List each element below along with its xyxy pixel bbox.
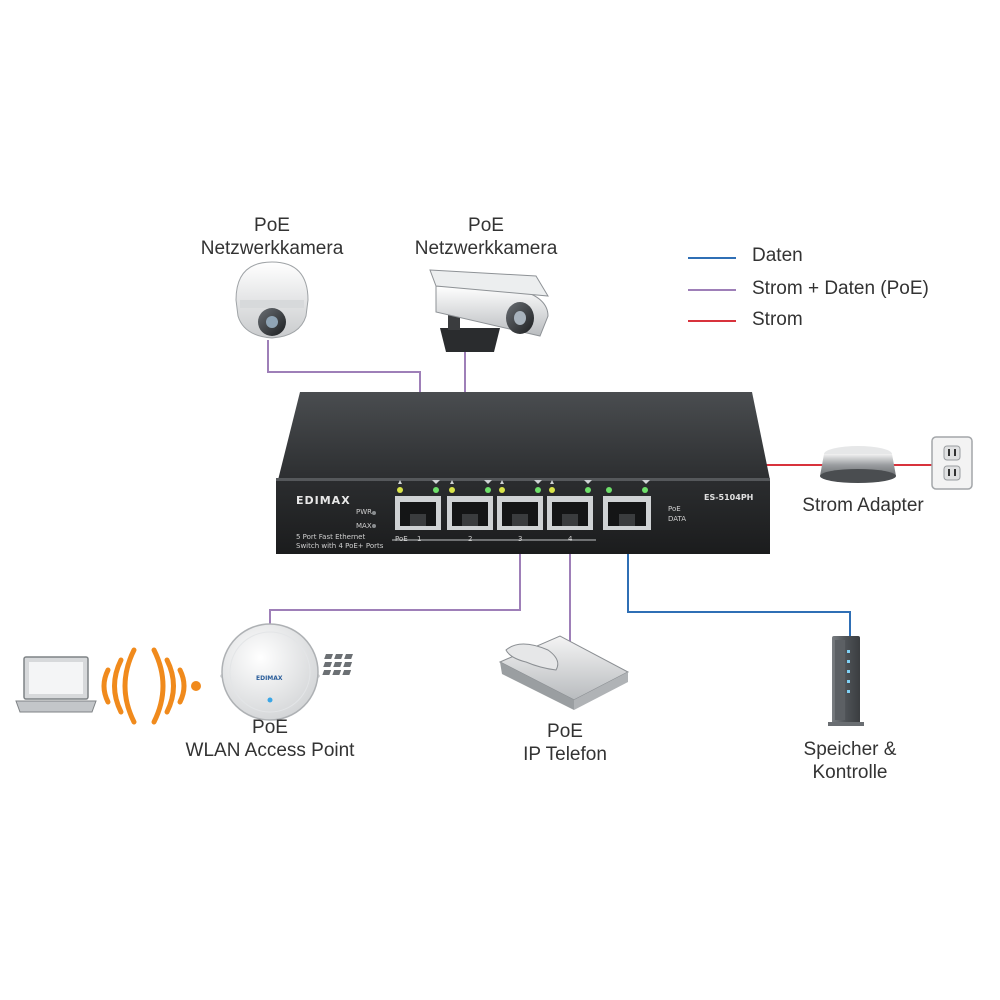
- storage-label: Speicher & Kontrolle: [770, 738, 930, 784]
- port-number-2: 2: [468, 535, 473, 543]
- poe-port-2: [447, 487, 493, 530]
- poe-cable-access-point: [269, 520, 521, 632]
- access-point-label-line2: WLAN Access Point: [185, 740, 355, 761]
- switch-pwr-label: PWR: [356, 508, 373, 516]
- poe-switch: [276, 392, 770, 554]
- wifi-waves-left: [101, 647, 137, 725]
- legend-label-power: Strom: [752, 309, 803, 330]
- desk-phone-icon: [322, 635, 630, 710]
- ip-phone-label-line1: PoE: [547, 721, 583, 742]
- poe-port-1: [395, 487, 441, 530]
- data-cable-storage: [627, 520, 851, 636]
- switch-brand-logo: EDIMAX: [296, 494, 351, 507]
- port-number-1: 1: [417, 535, 422, 543]
- switch-top: [278, 392, 770, 480]
- uplink-port: [603, 487, 651, 530]
- power-adapter-label: Strom Adapter: [802, 495, 924, 516]
- uplink-poe-label: PoE: [668, 505, 681, 513]
- legend-label-poe: Strom + Daten (PoE): [752, 278, 929, 299]
- bullet-camera-icon: [429, 269, 549, 352]
- ip-phone-label: PoE IP Telefon: [490, 720, 640, 766]
- ip-phone-label-line2: IP Telefon: [523, 744, 607, 765]
- dome-camera-label-line2: Netzwerkkamera: [200, 238, 344, 259]
- switch-poe-label: PoE: [395, 535, 408, 543]
- power-adapter-icon: [820, 446, 896, 483]
- wifi-waves-right: [151, 647, 187, 725]
- access-point-label: PoE WLAN Access Point: [170, 716, 370, 762]
- legend-label-data: Daten: [752, 245, 803, 266]
- uplink-data-label: DATA: [668, 515, 687, 523]
- storage-label-line1: Speicher &: [803, 739, 897, 760]
- nas-storage-icon: [828, 636, 864, 726]
- laptop-icon: [15, 656, 97, 713]
- dome-camera-icon: [235, 261, 309, 339]
- switch-description-line2: Switch with 4 PoE+ Ports: [296, 542, 384, 550]
- poe-port-4: [547, 487, 593, 530]
- wall-outlet-icon: [931, 436, 973, 490]
- switch-model-label: ES-5104PH: [704, 493, 754, 502]
- bullet-camera-label-line2: Netzwerkkamera: [414, 238, 558, 259]
- dome-camera-label: PoE Netzwerkkamera: [192, 214, 352, 260]
- bullet-camera-label-line1: PoE: [468, 215, 504, 236]
- switch-description-line1: 5 Port Fast Ethernet: [296, 533, 366, 541]
- storage-label-line2: Kontrolle: [812, 762, 888, 783]
- dome-camera-label-line1: PoE: [254, 215, 290, 236]
- bullet-camera-label: PoE Netzwerkkamera: [406, 214, 566, 260]
- access-point-icon: [220, 623, 320, 721]
- access-point-brand: EDIMAX: [256, 675, 283, 682]
- wifi-source-dot: [191, 681, 201, 691]
- port-number-4: 4: [568, 535, 573, 543]
- poe-port-3: [497, 487, 543, 530]
- switch-max-label: MAX: [356, 522, 372, 530]
- access-point-label-line1: PoE: [252, 717, 288, 738]
- port-number-3: 3: [518, 535, 523, 543]
